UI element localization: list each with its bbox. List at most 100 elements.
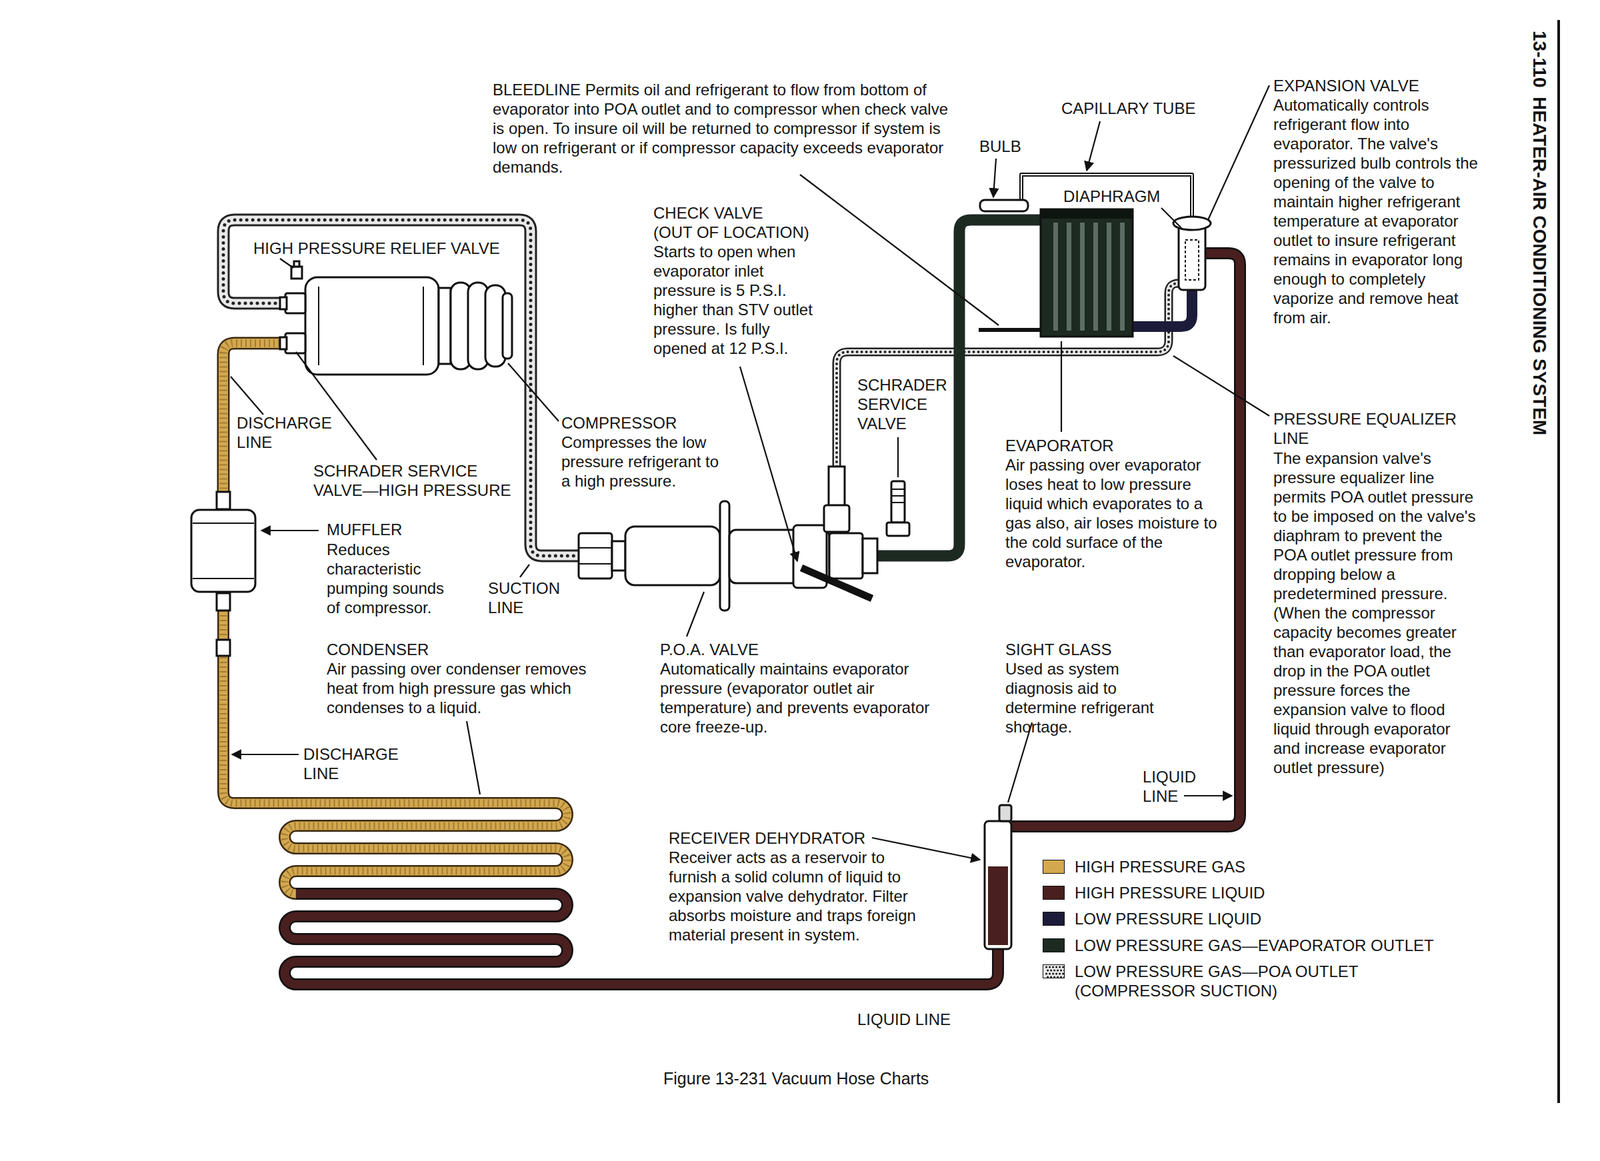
evaporator-core — [1040, 209, 1133, 219]
legend-text: LOW PRESSURE GAS—EVAPORATOR OUTLET — [1074, 936, 1475, 956]
legend-swatch-dot — [1060, 970, 1062, 972]
compressor-illustration — [438, 288, 451, 364]
line-name: LIQUID LINE — [1142, 767, 1210, 806]
condenser-gas-pipe — [223, 592, 568, 894]
condenser-gas-pipe — [223, 592, 568, 894]
evaporator-core — [1093, 222, 1098, 331]
part-name: P.O.A. VALVE — [660, 640, 759, 660]
compressor-illustration — [318, 286, 320, 366]
legend-swatch-dot — [1055, 966, 1058, 969]
sensing-bulb — [980, 200, 1028, 212]
poa-valve-illustration — [578, 563, 612, 565]
legend-swatch-dot — [1052, 973, 1054, 976]
leader-line — [993, 158, 996, 198]
callout-note: Compresses the low pressure refrigerant … — [561, 432, 722, 491]
poa-valve-illustration — [720, 501, 730, 611]
legend-swatch-dot — [1060, 976, 1062, 979]
legend-swatch-dot — [1063, 970, 1065, 972]
muffler-illustration — [216, 593, 230, 611]
legend-swatch-dot — [1053, 970, 1056, 972]
evaporator-core — [1040, 209, 1133, 337]
receiver-dehydrator-illustration — [984, 805, 1012, 950]
legend-swatch-dot — [1056, 970, 1059, 972]
page-title: HEATER-AIR CONDITIONING SYSTEM — [1529, 96, 1550, 436]
poa-valve-illustration — [886, 522, 910, 536]
legend-swatch-dot — [1050, 976, 1052, 979]
legend-swatch-dot — [1048, 973, 1051, 976]
part-name: HIGH PRESSURE RELIEF VALVE — [253, 238, 500, 258]
legend-swatch-dot — [1046, 970, 1049, 972]
part-name: EVAPORATOR — [1005, 436, 1114, 456]
legend-swatch-dot — [1050, 970, 1052, 972]
poa-valve-illustration — [862, 538, 878, 574]
leader-line — [800, 174, 999, 326]
muffler-illustration — [192, 522, 254, 524]
legend-swatch-dot — [1058, 973, 1061, 976]
legend-swatch — [1042, 912, 1065, 926]
receiver-dehydrator-illustration — [999, 805, 1012, 822]
legend-swatch-dot — [1045, 966, 1048, 969]
legend-swatch-dot — [1063, 976, 1065, 979]
callout-note: Air passing over evaporator loses heat t… — [1005, 455, 1226, 572]
leader-line — [520, 564, 530, 578]
legend-text: HIGH PRESSURE GAS — [1074, 857, 1475, 877]
compressor-illustration — [285, 333, 306, 354]
poa-valve-illustration — [625, 526, 720, 586]
legend-swatch-dot — [1055, 973, 1058, 976]
part-name: SCHRADER SERVICE VALVE—HIGH PRESSURE — [313, 461, 522, 500]
part-name: BULB — [979, 136, 1022, 156]
compressor-illustration — [305, 277, 439, 375]
callout-note: Used as system diagnosis aid to determin… — [1005, 659, 1172, 737]
leader-line — [872, 838, 980, 860]
suction-hose — [223, 220, 579, 556]
poa-valve-illustration — [828, 466, 845, 507]
part-name: CHECK VALVE — [653, 203, 764, 223]
legend-swatch-dot — [1048, 966, 1051, 969]
legend-text: LOW PRESSURE LIQUID — [1074, 909, 1475, 929]
poa-valve-illustration — [612, 541, 626, 571]
leader-line — [1184, 795, 1232, 797]
condenser-gas-pipe — [223, 592, 568, 894]
legend-swatch-dot — [1046, 976, 1049, 979]
compressor-illustration — [280, 261, 512, 375]
leader-line — [897, 437, 899, 478]
line-name: DISCHARGE LINE — [303, 744, 407, 784]
callout-note: Air passing over condenser removes heat … — [326, 659, 614, 718]
legend-swatch-dot — [1053, 976, 1056, 979]
muffler-illustration — [192, 578, 254, 580]
legend-swatch-dotted — [1042, 964, 1065, 979]
leader-line — [1086, 121, 1100, 171]
muffler-illustration — [191, 492, 256, 656]
callout-note: Starts to open when evaporator inlet pre… — [653, 242, 814, 358]
evaporator-core — [1106, 222, 1112, 331]
header-rule — [1557, 20, 1560, 1104]
leader-line — [508, 363, 559, 422]
leader-line — [280, 258, 294, 268]
part-name: MUFFLER — [326, 520, 402, 540]
leader-line — [232, 754, 299, 756]
poa-valve-illustration — [891, 481, 905, 523]
leader-line — [1173, 356, 1270, 416]
callout-note: Reduces characteristic pumping sounds of… — [326, 540, 450, 618]
receiver-dehydrator-illustration — [984, 821, 1012, 950]
compressor-illustration — [280, 337, 287, 350]
poa-valve-illustration — [578, 533, 612, 579]
poa-valve-illustration — [801, 568, 872, 599]
leader-line — [1161, 208, 1182, 228]
suction-hose — [223, 220, 579, 556]
line-name: LIQUID LINE — [857, 1010, 951, 1030]
callout-note: Receiver acts as a reservoir to furnish … — [668, 848, 919, 945]
callout-note: Automatically controls refrigerant flow … — [1273, 95, 1487, 328]
compressor-illustration — [502, 293, 512, 359]
page-number: 13-110 — [1529, 30, 1550, 88]
legend-swatch-dot — [1062, 966, 1064, 969]
part-name: EXPANSION VALVE — [1273, 76, 1420, 96]
compressor-illustration — [280, 297, 287, 310]
leader-line — [230, 85, 1270, 860]
callout-note: BLEEDLINE Permits oil and refrigerant to… — [492, 80, 963, 177]
header-rule — [1558, 20, 1560, 1104]
evaporator-core — [1066, 222, 1072, 331]
legend-swatch — [1042, 886, 1065, 900]
leader-line — [466, 721, 480, 795]
legend-swatch-dot — [1052, 966, 1054, 969]
